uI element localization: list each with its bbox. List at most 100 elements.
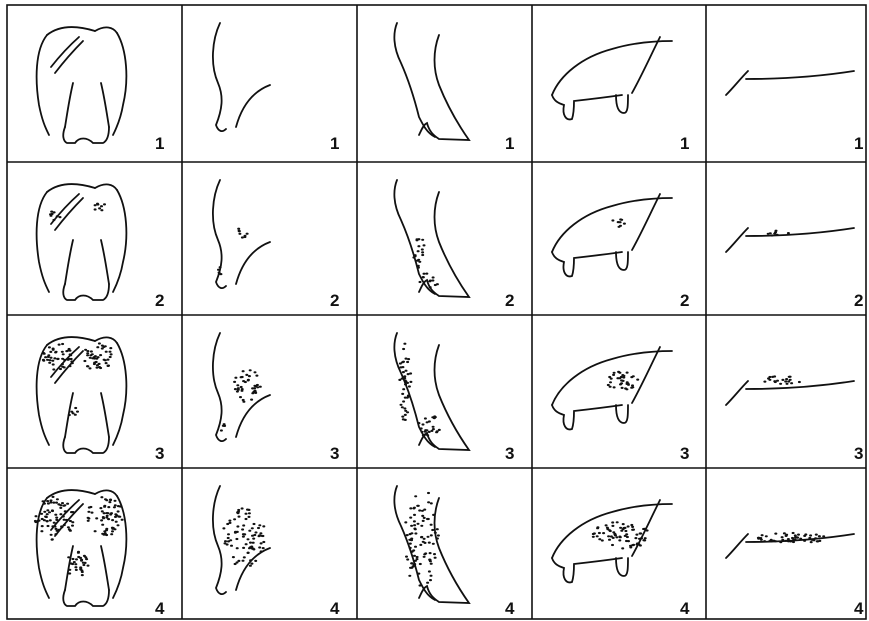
stipple-dot (244, 235, 247, 237)
stipple-dot (427, 492, 430, 494)
stipple-dot (623, 223, 626, 225)
stipple-dot (402, 400, 405, 402)
stipple-dot (72, 412, 75, 414)
sketch-stroke (726, 228, 748, 252)
sketch-stroke (419, 35, 469, 140)
stipple-dot (233, 518, 236, 520)
stipple-dot (410, 562, 413, 564)
stipple-dot (42, 352, 45, 354)
stipple-dot (62, 353, 65, 355)
sketch-stroke (616, 558, 628, 576)
stipple-dot (42, 359, 45, 361)
cell-r3-c2: 3 (213, 333, 340, 463)
stipple-dot (237, 509, 240, 511)
stipple-dot (788, 376, 791, 378)
stipple-dot (402, 361, 405, 363)
score-number-label: 1 (505, 134, 514, 153)
cell-r2-c2: 2 (213, 180, 340, 310)
stipple-dot (248, 530, 251, 532)
stipple-dot (398, 379, 401, 381)
stipple-dot (52, 349, 55, 351)
stipple-dot (227, 533, 230, 535)
stipple-dot (238, 516, 241, 518)
stipple-dot (773, 375, 776, 377)
sketch-stroke (236, 548, 270, 590)
cell-r1-c1: 1 (37, 27, 165, 153)
stipple-dot (52, 496, 55, 498)
stipple-dot (248, 375, 251, 377)
stipple-dots (763, 375, 801, 385)
stipple-dot (433, 553, 436, 555)
stipple-dot (630, 524, 633, 526)
score-number-label: 1 (330, 134, 339, 153)
stipple-dot (51, 213, 54, 215)
stipple-dot (781, 539, 784, 541)
stipple-dot (409, 372, 412, 374)
stipple-dot (247, 379, 250, 381)
stipple-dot (258, 534, 261, 536)
score-number-label: 3 (155, 444, 164, 463)
sketch-stroke (726, 381, 748, 405)
stipple-dot (429, 280, 432, 282)
stipple-dot (779, 383, 782, 385)
stipple-dot (95, 517, 98, 519)
stipple-dot (238, 233, 241, 235)
stipple-dot (240, 386, 243, 388)
stipple-dot (401, 366, 404, 368)
stipple-dot (418, 509, 421, 511)
stipple-dot (602, 532, 605, 534)
sketch-stroke (419, 498, 469, 603)
stipple-dot (249, 565, 252, 567)
stipple-dot (89, 357, 92, 359)
stipple-dot (111, 528, 114, 530)
stipple-dot (402, 348, 405, 350)
stipple-dot (91, 353, 94, 355)
stipple-dot (51, 510, 54, 512)
stipple-dot (226, 543, 229, 545)
stipple-dot (622, 523, 625, 525)
stipple-dot (613, 533, 616, 535)
stipple-dot (82, 564, 85, 566)
stipple-dot (252, 548, 255, 550)
cell-r3-c3: 3 (394, 333, 514, 463)
stipple-dot (40, 530, 43, 532)
cell-r3-c4: 3 (552, 347, 689, 463)
stipple-dot (217, 269, 220, 271)
stipple-dot (38, 520, 41, 522)
stipple-dot (399, 362, 402, 364)
stipple-dot (818, 535, 821, 537)
stipple-dot (601, 539, 604, 541)
stipple-dot (68, 572, 71, 574)
stipple-dot (117, 524, 120, 526)
stipple-dot (625, 540, 628, 542)
stipple-dot (425, 429, 428, 431)
stipple-dot (624, 530, 627, 532)
stipple-dot (409, 543, 412, 545)
stipple-dot (50, 357, 53, 359)
stipple-dot (412, 565, 415, 567)
stipple-dot (596, 535, 599, 537)
stipple-dot (406, 534, 409, 536)
stipple-dot (413, 514, 416, 516)
stipple-dot (610, 535, 613, 537)
score-number-label: 4 (680, 599, 690, 618)
cell-r2-c4: 2 (552, 194, 689, 310)
stipple-dot (636, 379, 639, 381)
stipple-dot (809, 534, 812, 536)
stipple-dot (250, 399, 253, 401)
stipple-dot (421, 239, 424, 241)
stipple-dot (430, 563, 433, 565)
stipple-dot (242, 399, 245, 401)
stipple-dot (35, 515, 38, 517)
stipple-dot (94, 530, 97, 532)
trunk-outline (552, 500, 672, 582)
stipple-dot (55, 351, 58, 353)
stipple-dot (421, 431, 424, 433)
side-contour (213, 180, 270, 288)
stipple-dot (52, 368, 55, 370)
stipple-dot (416, 556, 419, 558)
stipple-dot (424, 417, 427, 419)
stipple-dot (87, 511, 90, 513)
trunk-outline (552, 37, 672, 119)
stipple-dot (229, 539, 232, 541)
